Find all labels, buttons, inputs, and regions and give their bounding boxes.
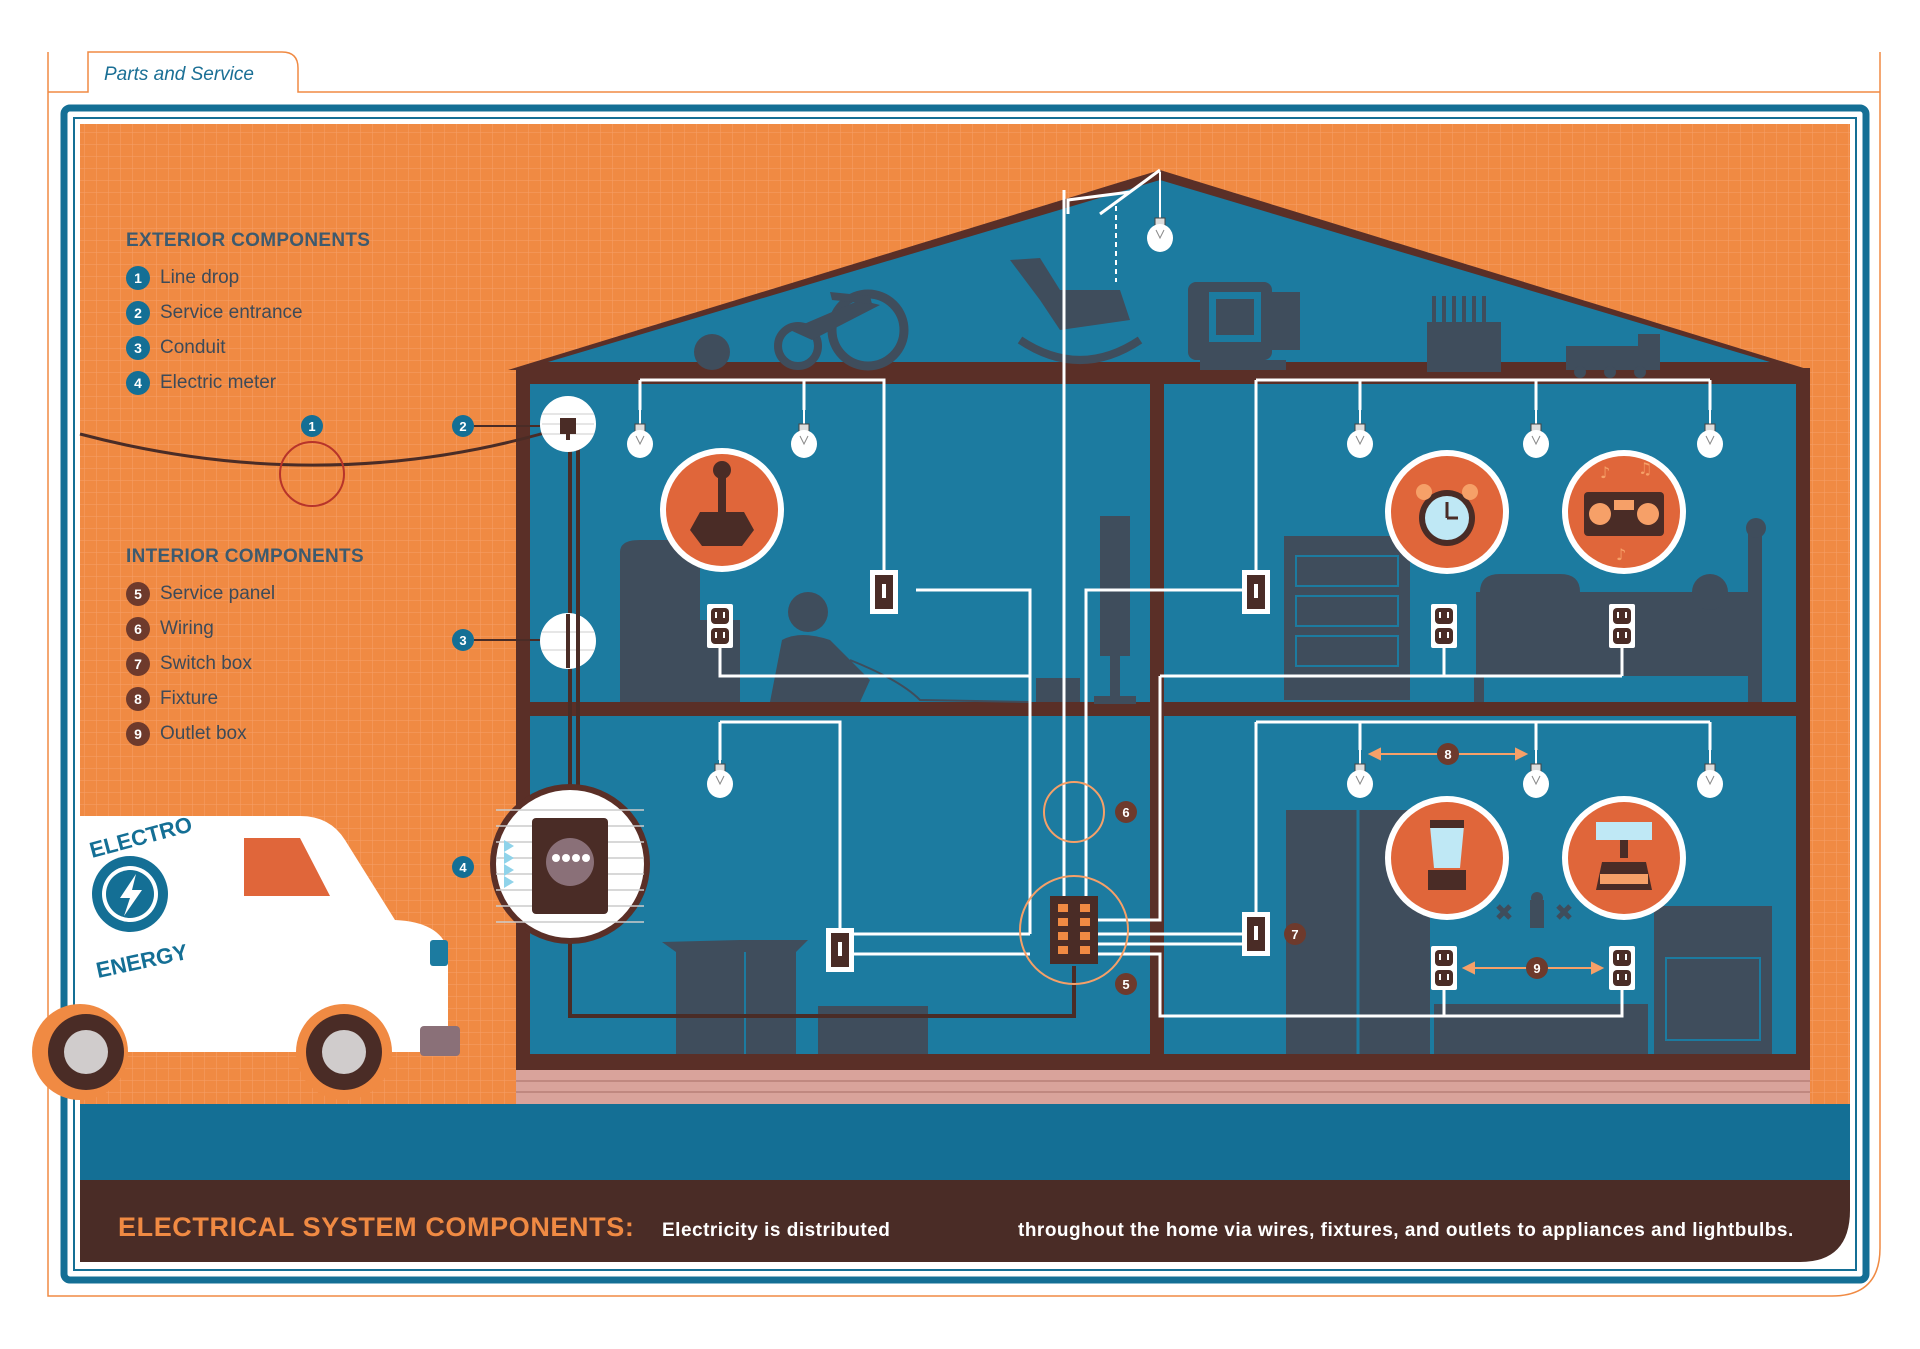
marker-outlet-box: 9 <box>1526 957 1548 979</box>
exterior-legend-title: EXTERIOR COMPONENTS <box>126 230 371 251</box>
legend-item: 6 Wiring <box>126 611 364 646</box>
svg-text:♫: ♫ <box>1638 459 1652 478</box>
service-van: ELECTRO ENERGY <box>32 811 460 1100</box>
marker-switch-box: 7 <box>1284 923 1306 945</box>
legend-item: 8 Fixture <box>126 681 364 716</box>
caption-bar: ELECTRICAL SYSTEM COMPONENTS: Electricit… <box>118 1208 1818 1248</box>
legend-item: 3 Conduit <box>126 330 370 365</box>
marker-electric-meter: 4 <box>452 856 474 878</box>
legend-item: 4 Electric meter <box>126 365 370 400</box>
legend-item: 5 Service panel <box>126 576 364 611</box>
legend-number: 9 <box>126 721 150 746</box>
legend-number: 3 <box>126 335 150 360</box>
legend-number: 8 <box>126 686 150 711</box>
marker-service-entrance: 2 <box>452 415 474 437</box>
marker-conduit: 3 <box>452 629 474 651</box>
electric-meter-icon <box>490 784 650 944</box>
interior-legend-title: INTERIOR COMPONENTS <box>126 546 364 567</box>
caption-text-part2: throughout the home via wires, fixtures,… <box>1018 1220 1794 1241</box>
marker-line-drop: 1 <box>301 415 323 437</box>
legend-label: Electric meter <box>160 371 277 393</box>
legend-number: 7 <box>126 651 150 676</box>
interior-legend: INTERIOR COMPONENTS 5 Service panel 6 Wiri… <box>126 546 364 751</box>
joystick-icon <box>660 448 784 572</box>
legend-label: Conduit <box>160 336 226 358</box>
stereo-icon: ♪ ♫ ♪ <box>1562 450 1686 574</box>
blender-icon <box>1385 796 1509 920</box>
legend-number: 5 <box>126 581 150 606</box>
legend-label: Switch box <box>160 652 252 674</box>
legend-label: Wiring <box>160 617 214 639</box>
coffee-maker-icon <box>1562 796 1686 920</box>
legend-number: 4 <box>126 370 150 395</box>
legend-label: Line drop <box>160 266 240 288</box>
legend-number: 6 <box>126 616 150 641</box>
exterior-legend: EXTERIOR COMPONENTS 1 Line drop 2 Service … <box>126 230 370 400</box>
svg-text:♪: ♪ <box>1616 545 1626 564</box>
tab-label: Parts and Service <box>104 64 254 85</box>
legend-item: 1 Line drop <box>126 260 370 295</box>
legend-item: 7 Switch box <box>126 646 364 681</box>
legend-number: 1 <box>126 265 150 290</box>
marker-fixture: 8 <box>1437 743 1459 765</box>
wiring <box>638 190 1712 1018</box>
parts-and-service-tab[interactable]: Parts and Service <box>88 52 298 92</box>
legend-label: Service entrance <box>160 301 303 323</box>
legend-label: Service panel <box>160 582 276 604</box>
caption-title: ELECTRICAL SYSTEM COMPONENTS: <box>118 1212 635 1242</box>
marker-service-panel: 5 <box>1115 973 1137 995</box>
svg-text:♪: ♪ <box>1600 463 1610 482</box>
caption-text-part1: Electricity is distributed <box>662 1220 891 1241</box>
legend-number: 2 <box>126 300 150 325</box>
legend-label: Outlet box <box>160 722 247 744</box>
legend-item: 2 Service entrance <box>126 295 370 330</box>
legend-label: Fixture <box>160 687 219 709</box>
legend-item: 9 Outlet box <box>126 716 364 751</box>
living-room-silhouettes <box>620 516 1136 704</box>
marker-wiring: 6 <box>1115 801 1137 823</box>
alarm-clock-icon <box>1385 450 1509 574</box>
